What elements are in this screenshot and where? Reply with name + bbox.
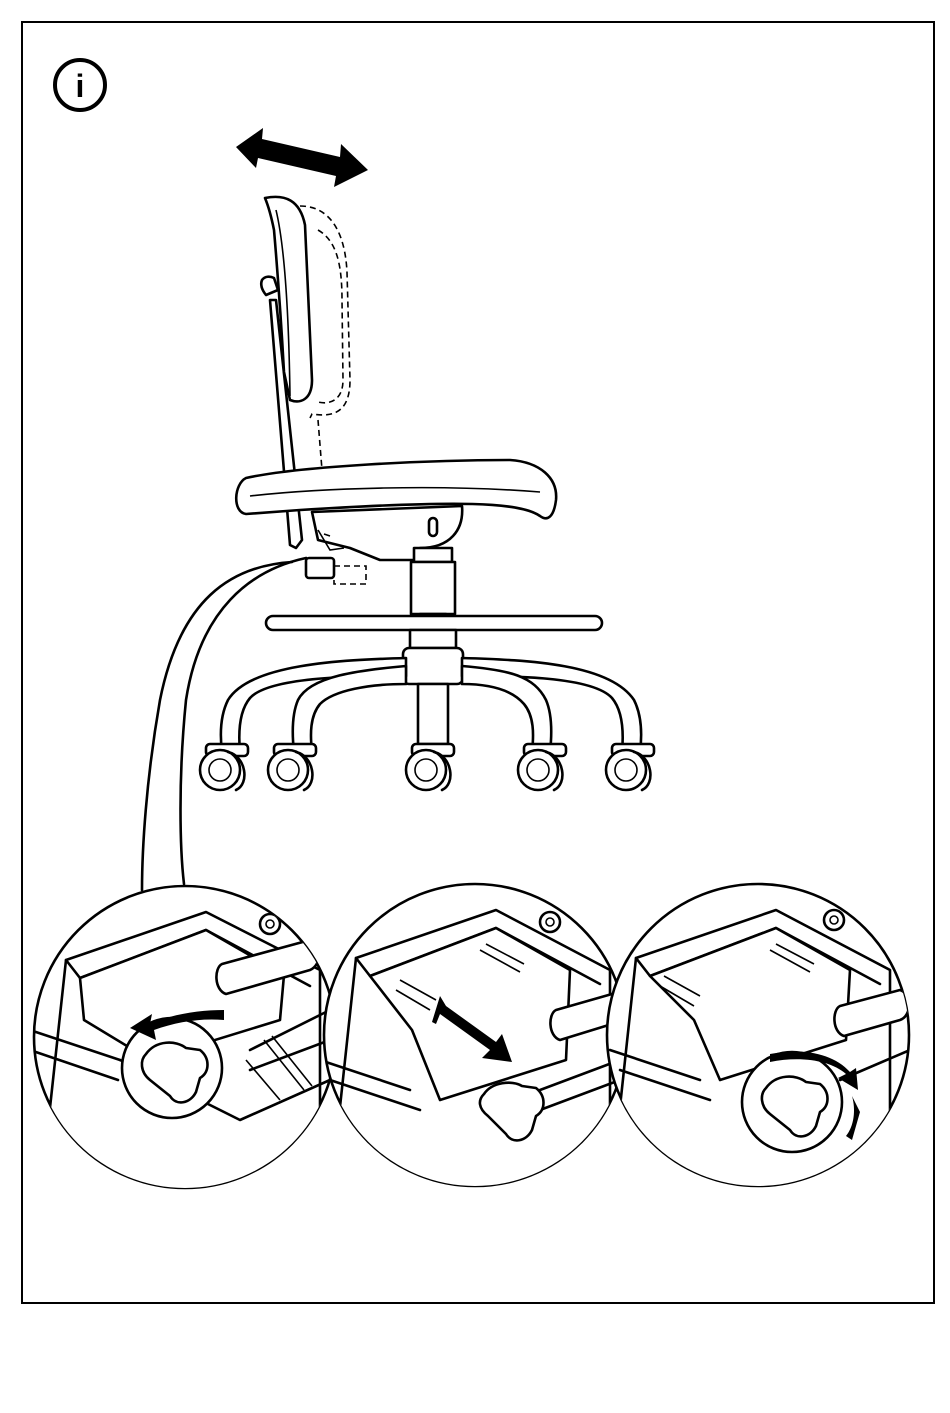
caster (200, 744, 248, 790)
info-glyph: i (76, 68, 85, 104)
double-arrow-icon (236, 128, 368, 187)
caster (268, 744, 316, 790)
detail-step-slide (320, 884, 626, 1200)
callout-line (142, 562, 292, 890)
detail-step-loosen (30, 886, 336, 1200)
caster (518, 744, 566, 790)
caster (606, 744, 654, 790)
caster (406, 744, 454, 790)
detail-step-tighten (607, 884, 910, 1200)
info-icon: i (55, 60, 105, 110)
chair-icon (200, 197, 654, 790)
